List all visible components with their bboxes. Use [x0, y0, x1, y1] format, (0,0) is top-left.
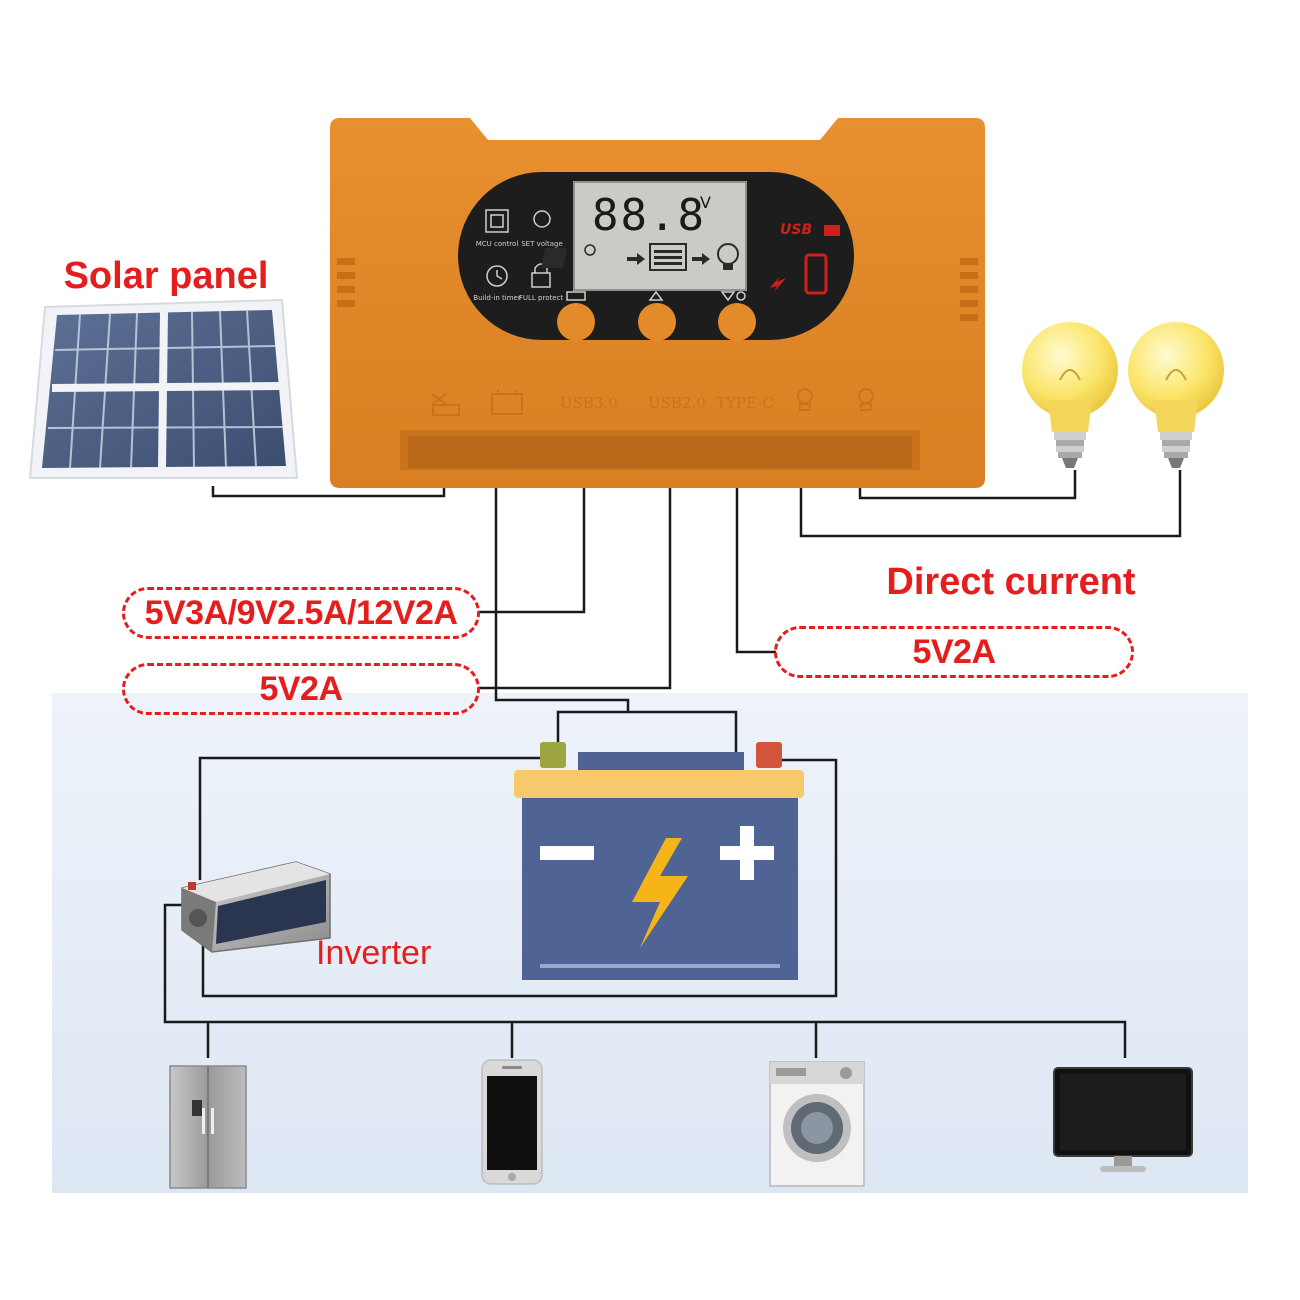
feature-build-in-timer: Build-in timer — [473, 294, 521, 302]
feature-mcu-control: MCU control — [476, 240, 519, 248]
typec-output-spec: 5V2A — [774, 626, 1134, 678]
light-bulb-icon — [1128, 322, 1224, 468]
port-label-usb2: USB2.0 — [648, 394, 706, 412]
solar-panel-icon — [28, 298, 299, 479]
smartphone-icon — [481, 1059, 543, 1185]
washing-machine-icon — [769, 1061, 865, 1187]
mode-button — [557, 303, 595, 341]
port-label-typec: TYPE-C — [716, 394, 774, 412]
up-button — [638, 303, 676, 341]
lcd-voltage-readout: 88.8 — [592, 190, 706, 241]
light-bulb-icon — [1022, 322, 1118, 468]
usb3-output-spec: 5V3A/9V2.5A/12V2A — [122, 587, 480, 639]
feature-set-voltage: SET voltage — [521, 240, 563, 248]
feature-full-protect: FULL protect — [519, 294, 564, 302]
refrigerator-icon — [169, 1065, 247, 1189]
direct-current-label: Direct current — [886, 561, 1136, 603]
power-inverter-icon — [181, 861, 331, 953]
solar-charge-controller-icon — [330, 118, 985, 488]
solar-panel-label: Solar panel — [64, 255, 269, 297]
lcd-voltage-unit: V — [700, 193, 711, 212]
monitor-icon — [1053, 1067, 1193, 1172]
port-label-usb3: USB3.0 — [560, 394, 618, 412]
usb-badge: USB — [780, 222, 812, 238]
usb2-output-spec: 5V2A — [122, 663, 480, 715]
inverter-label: Inverter — [316, 934, 431, 972]
down-button — [718, 303, 756, 341]
battery-icon — [514, 742, 804, 980]
